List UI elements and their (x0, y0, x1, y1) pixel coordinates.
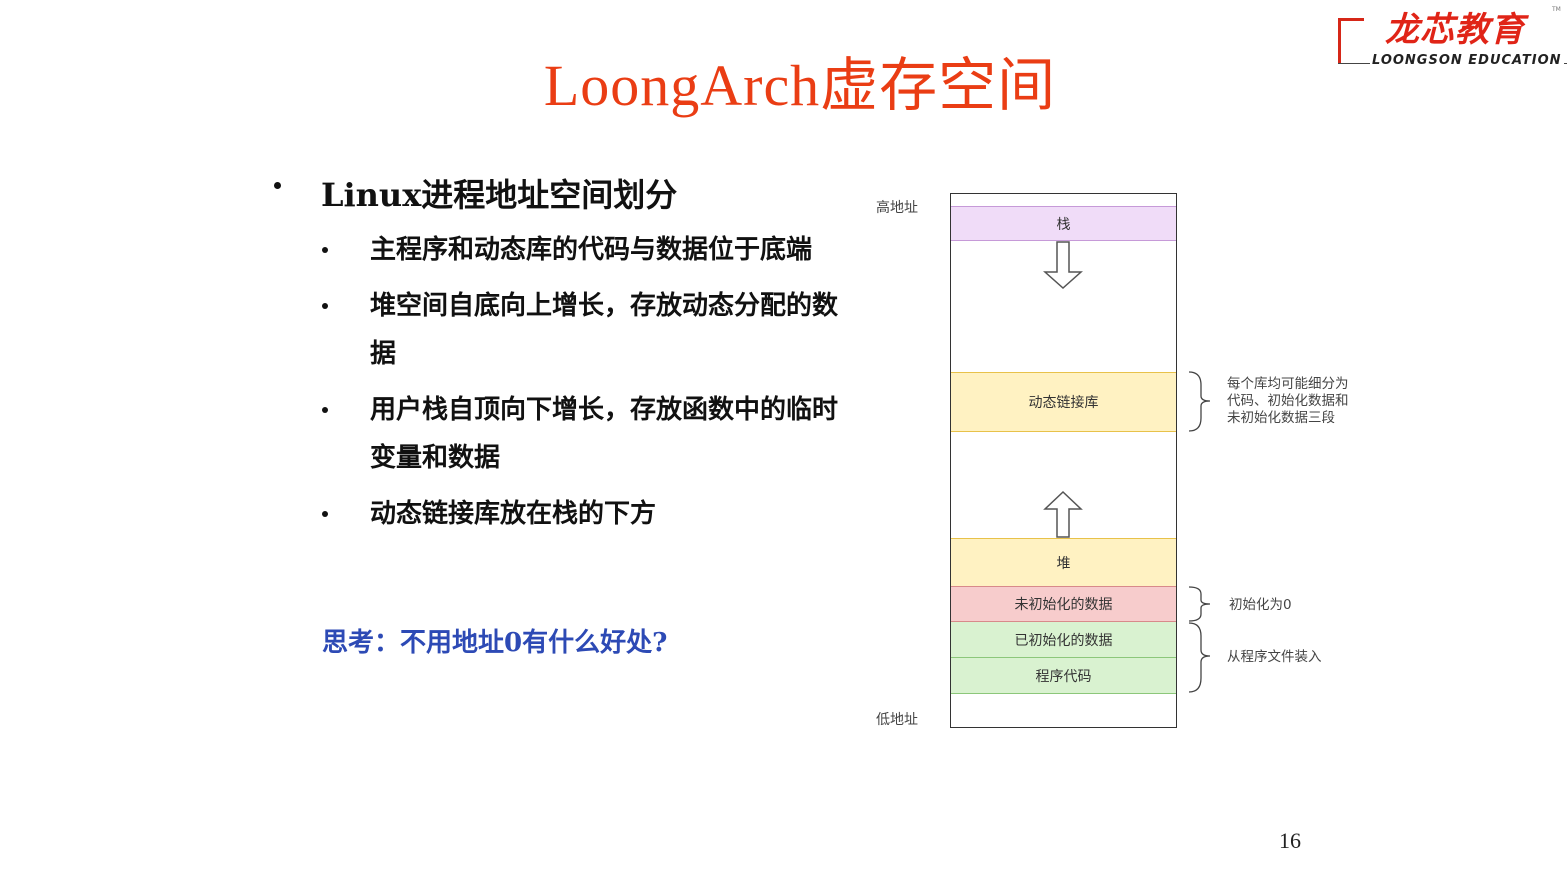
brace-bss-icon (1188, 586, 1211, 622)
sub-bullet: 堆空间自底向上增长，存放动态分配的数据 (270, 282, 850, 378)
logo-name-en: LOONGSON EDUCATION (1370, 53, 1564, 68)
note-program-file: 从程序文件装入 (1227, 649, 1322, 665)
sub-bullet: 主程序和动态库的代码与数据位于底端 (270, 226, 850, 274)
bullet-dot (322, 303, 328, 309)
logo-frame-left (1338, 18, 1341, 64)
segment-data: 已初始化的数据 (951, 622, 1176, 658)
sub-bullet-text: 用户栈自顶向下增长，存放函数中的临时变量和数据 (370, 395, 839, 473)
bullet-dot (322, 511, 328, 517)
note-dynamic-library: 每个库均可能细分为 代码、初始化数据和 未初始化数据三段 (1227, 376, 1349, 426)
note-bss: 初始化为0 (1229, 597, 1292, 613)
sub-bullet-text: 堆空间自底向上增长，存放动态分配的数据 (370, 291, 839, 369)
segment-bss: 未初始化的数据 (951, 586, 1176, 622)
think-question: 思考：不用地址0有什么好处? (322, 628, 668, 658)
logo-name-cn: 龙芯教育 (1385, 10, 1525, 50)
bullet-dot (322, 407, 328, 413)
sub-bullet-text: 动态链接库放在栈的下方 (370, 499, 657, 529)
slide-title: LoongArch虚存空间 (543, 53, 1057, 118)
segment-text: 程序代码 (951, 658, 1176, 694)
sub-bullet: 用户栈自顶向下增长，存放函数中的临时变量和数据 (270, 386, 850, 482)
segment-heap: 堆 (951, 538, 1176, 586)
sub-bullet-text: 主程序和动态库的代码与数据位于底端 (370, 235, 813, 265)
loongson-education-logo: 龙芯教育 LOONGSON EDUCATION TM (1330, 0, 1567, 80)
low-address-label: 低地址 (876, 712, 918, 728)
main-bullet: Linux进程地址空间划分 (270, 168, 850, 218)
address-space-diagram: 栈 动态链接库 堆 未初始化的数据 已初始化的数据 程序代码 (950, 193, 1177, 728)
segment-stack: 栈 (951, 206, 1176, 241)
brace-dynamic-library-icon (1188, 371, 1211, 432)
bullet-dot (274, 182, 281, 189)
bullet-dot (322, 247, 328, 253)
high-address-label: 高地址 (876, 200, 918, 216)
logo-trademark: TM (1552, 6, 1561, 13)
bullet-list: Linux进程地址空间划分 主程序和动态库的代码与数据位于底端 堆空间自底向上增… (270, 168, 850, 538)
sub-bullet: 动态链接库放在栈的下方 (270, 490, 850, 538)
segment-dynamic-library: 动态链接库 (951, 372, 1176, 432)
page-number: 16 (1279, 828, 1301, 853)
logo-frame-top (1338, 18, 1364, 21)
brace-program-file-icon (1188, 622, 1211, 693)
main-bullet-text: Linux进程地址空间划分 (321, 176, 678, 214)
